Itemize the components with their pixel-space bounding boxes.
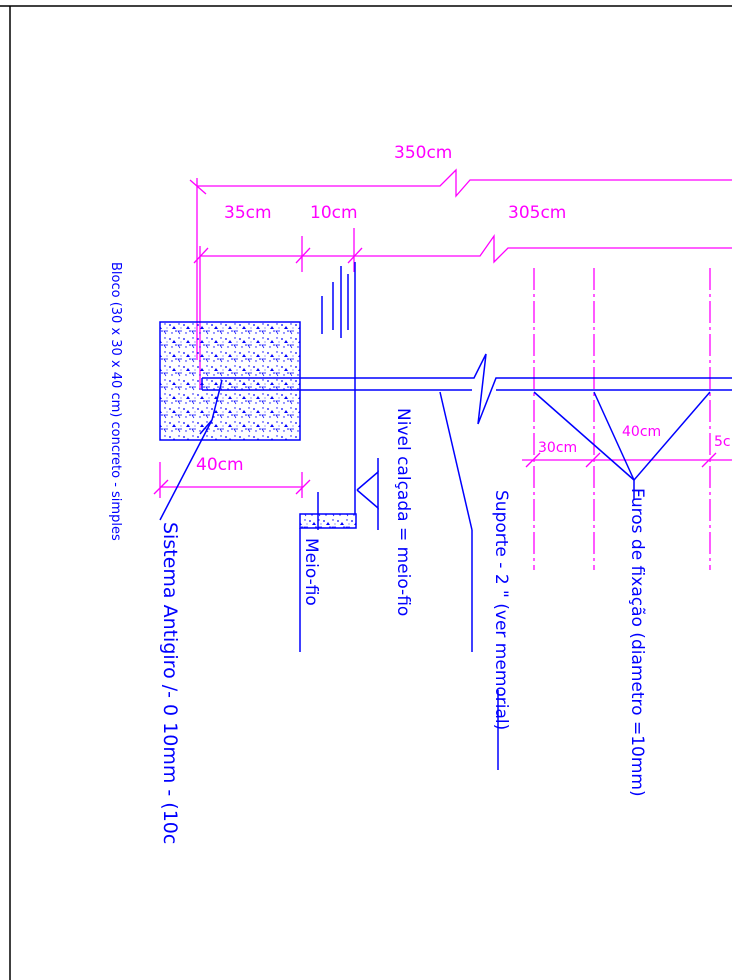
dim-hole-1: 30cm xyxy=(538,440,577,456)
structure xyxy=(159,262,732,770)
sheet-border xyxy=(0,5,732,980)
label-sistema-antigiro: Sistema Antigiro /- 0 10mm - (10c xyxy=(159,522,181,844)
dimension-lines xyxy=(153,168,732,570)
dim-span: 305cm xyxy=(508,203,566,223)
dim-hole-3: 5c xyxy=(714,434,731,450)
label-meio-fio: Meio-fio xyxy=(301,538,321,606)
dim-block-width: 40cm xyxy=(196,455,244,475)
dim-offset-block: 35cm xyxy=(224,203,272,223)
concrete-block xyxy=(159,321,301,441)
label-nivel: Nivel calçada = meio-fio xyxy=(393,408,413,616)
curb-block xyxy=(299,513,357,529)
dim-total: 350cm xyxy=(394,143,452,163)
dim-offset-curb: 10cm xyxy=(310,203,358,223)
dim-hole-2: 40cm xyxy=(622,424,661,440)
label-furos: Furos de fixação (diametro =10mm) xyxy=(627,488,647,797)
label-bloco: Bloco (30 x 30 x 40 cm) concreto - simpl… xyxy=(108,262,123,541)
label-suporte: Suporte - 2 " (ver memorial) xyxy=(491,490,511,730)
